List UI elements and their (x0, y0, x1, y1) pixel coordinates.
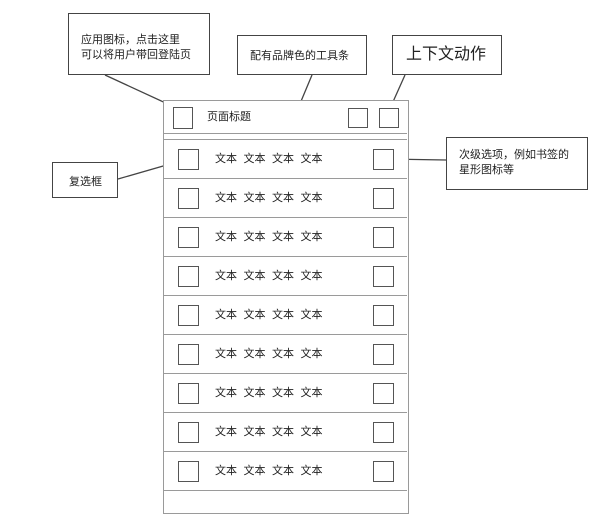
secondary-option-icon[interactable] (373, 422, 394, 443)
list-empty-row (164, 490, 407, 529)
callout-text: 应用图标，点击这里 (81, 33, 180, 46)
checkbox[interactable] (178, 266, 199, 287)
checkbox[interactable] (178, 461, 199, 482)
callout-text: 星形图标等 (459, 163, 514, 176)
callout-text: 复选框 (69, 175, 102, 188)
callout-secondary-option: 次级选项，例如书签的 星形图标等 (446, 137, 588, 190)
list-item-text: 文本 文本 文本 文本 (215, 191, 323, 204)
secondary-option-icon[interactable] (373, 344, 394, 365)
checkbox[interactable] (178, 188, 199, 209)
checkbox[interactable] (178, 305, 199, 326)
action-icon[interactable] (348, 108, 368, 128)
callout-text: 可以将用户带回登陆页 (81, 48, 191, 61)
secondary-option-icon[interactable] (373, 305, 394, 326)
list-item-text: 文本 文本 文本 文本 (215, 152, 323, 165)
callout-text: 次级选项，例如书签的 (459, 148, 569, 161)
checkbox[interactable] (178, 383, 199, 404)
callout-text: 配有品牌色的工具条 (250, 49, 349, 62)
list-item-text: 文本 文本 文本 文本 (215, 464, 323, 477)
checkbox[interactable] (178, 422, 199, 443)
list-item-text: 文本 文本 文本 文本 (215, 386, 323, 399)
callout-actions: 上下文动作 (392, 35, 502, 75)
list-item-text: 文本 文本 文本 文本 (215, 347, 323, 360)
list-item[interactable]: 文本 文本 文本 文本 (164, 139, 407, 178)
list: 文本 文本 文本 文本文本 文本 文本 文本文本 文本 文本 文本文本 文本 文… (164, 139, 407, 529)
checkbox[interactable] (178, 344, 199, 365)
list-item-text: 文本 文本 文本 文本 (215, 230, 323, 243)
callout-checkbox: 复选框 (52, 162, 118, 198)
list-item[interactable]: 文本 文本 文本 文本 (164, 295, 407, 334)
list-item-text: 文本 文本 文本 文本 (215, 308, 323, 321)
checkbox[interactable] (178, 227, 199, 248)
list-item[interactable]: 文本 文本 文本 文本 (164, 451, 407, 490)
list-item-text: 文本 文本 文本 文本 (215, 425, 323, 438)
phone-wireframe: 页面标题 文本 文本 文本 文本文本 文本 文本 文本文本 文本 文本 文本文本… (163, 100, 409, 514)
secondary-option-icon[interactable] (373, 461, 394, 482)
secondary-option-icon[interactable] (373, 383, 394, 404)
callout-toolbar: 配有品牌色的工具条 (237, 35, 367, 75)
checkbox[interactable] (178, 149, 199, 170)
action-icon[interactable] (379, 108, 399, 128)
secondary-option-icon[interactable] (373, 149, 394, 170)
app-icon[interactable] (173, 107, 193, 129)
secondary-option-icon[interactable] (373, 188, 394, 209)
list-item[interactable]: 文本 文本 文本 文本 (164, 373, 407, 412)
secondary-option-icon[interactable] (373, 266, 394, 287)
callout-app-icon: 应用图标，点击这里 可以将用户带回登陆页 (68, 13, 210, 75)
list-item[interactable]: 文本 文本 文本 文本 (164, 256, 407, 295)
list-item[interactable]: 文本 文本 文本 文本 (164, 178, 407, 217)
list-item-text: 文本 文本 文本 文本 (215, 269, 323, 282)
list-item[interactable]: 文本 文本 文本 文本 (164, 412, 407, 451)
list-item[interactable]: 文本 文本 文本 文本 (164, 334, 407, 373)
secondary-option-icon[interactable] (373, 227, 394, 248)
page-title: 页面标题 (207, 110, 251, 123)
toolbar: 页面标题 (164, 101, 407, 134)
list-item[interactable]: 文本 文本 文本 文本 (164, 217, 407, 256)
callout-text: 上下文动作 (406, 44, 487, 63)
